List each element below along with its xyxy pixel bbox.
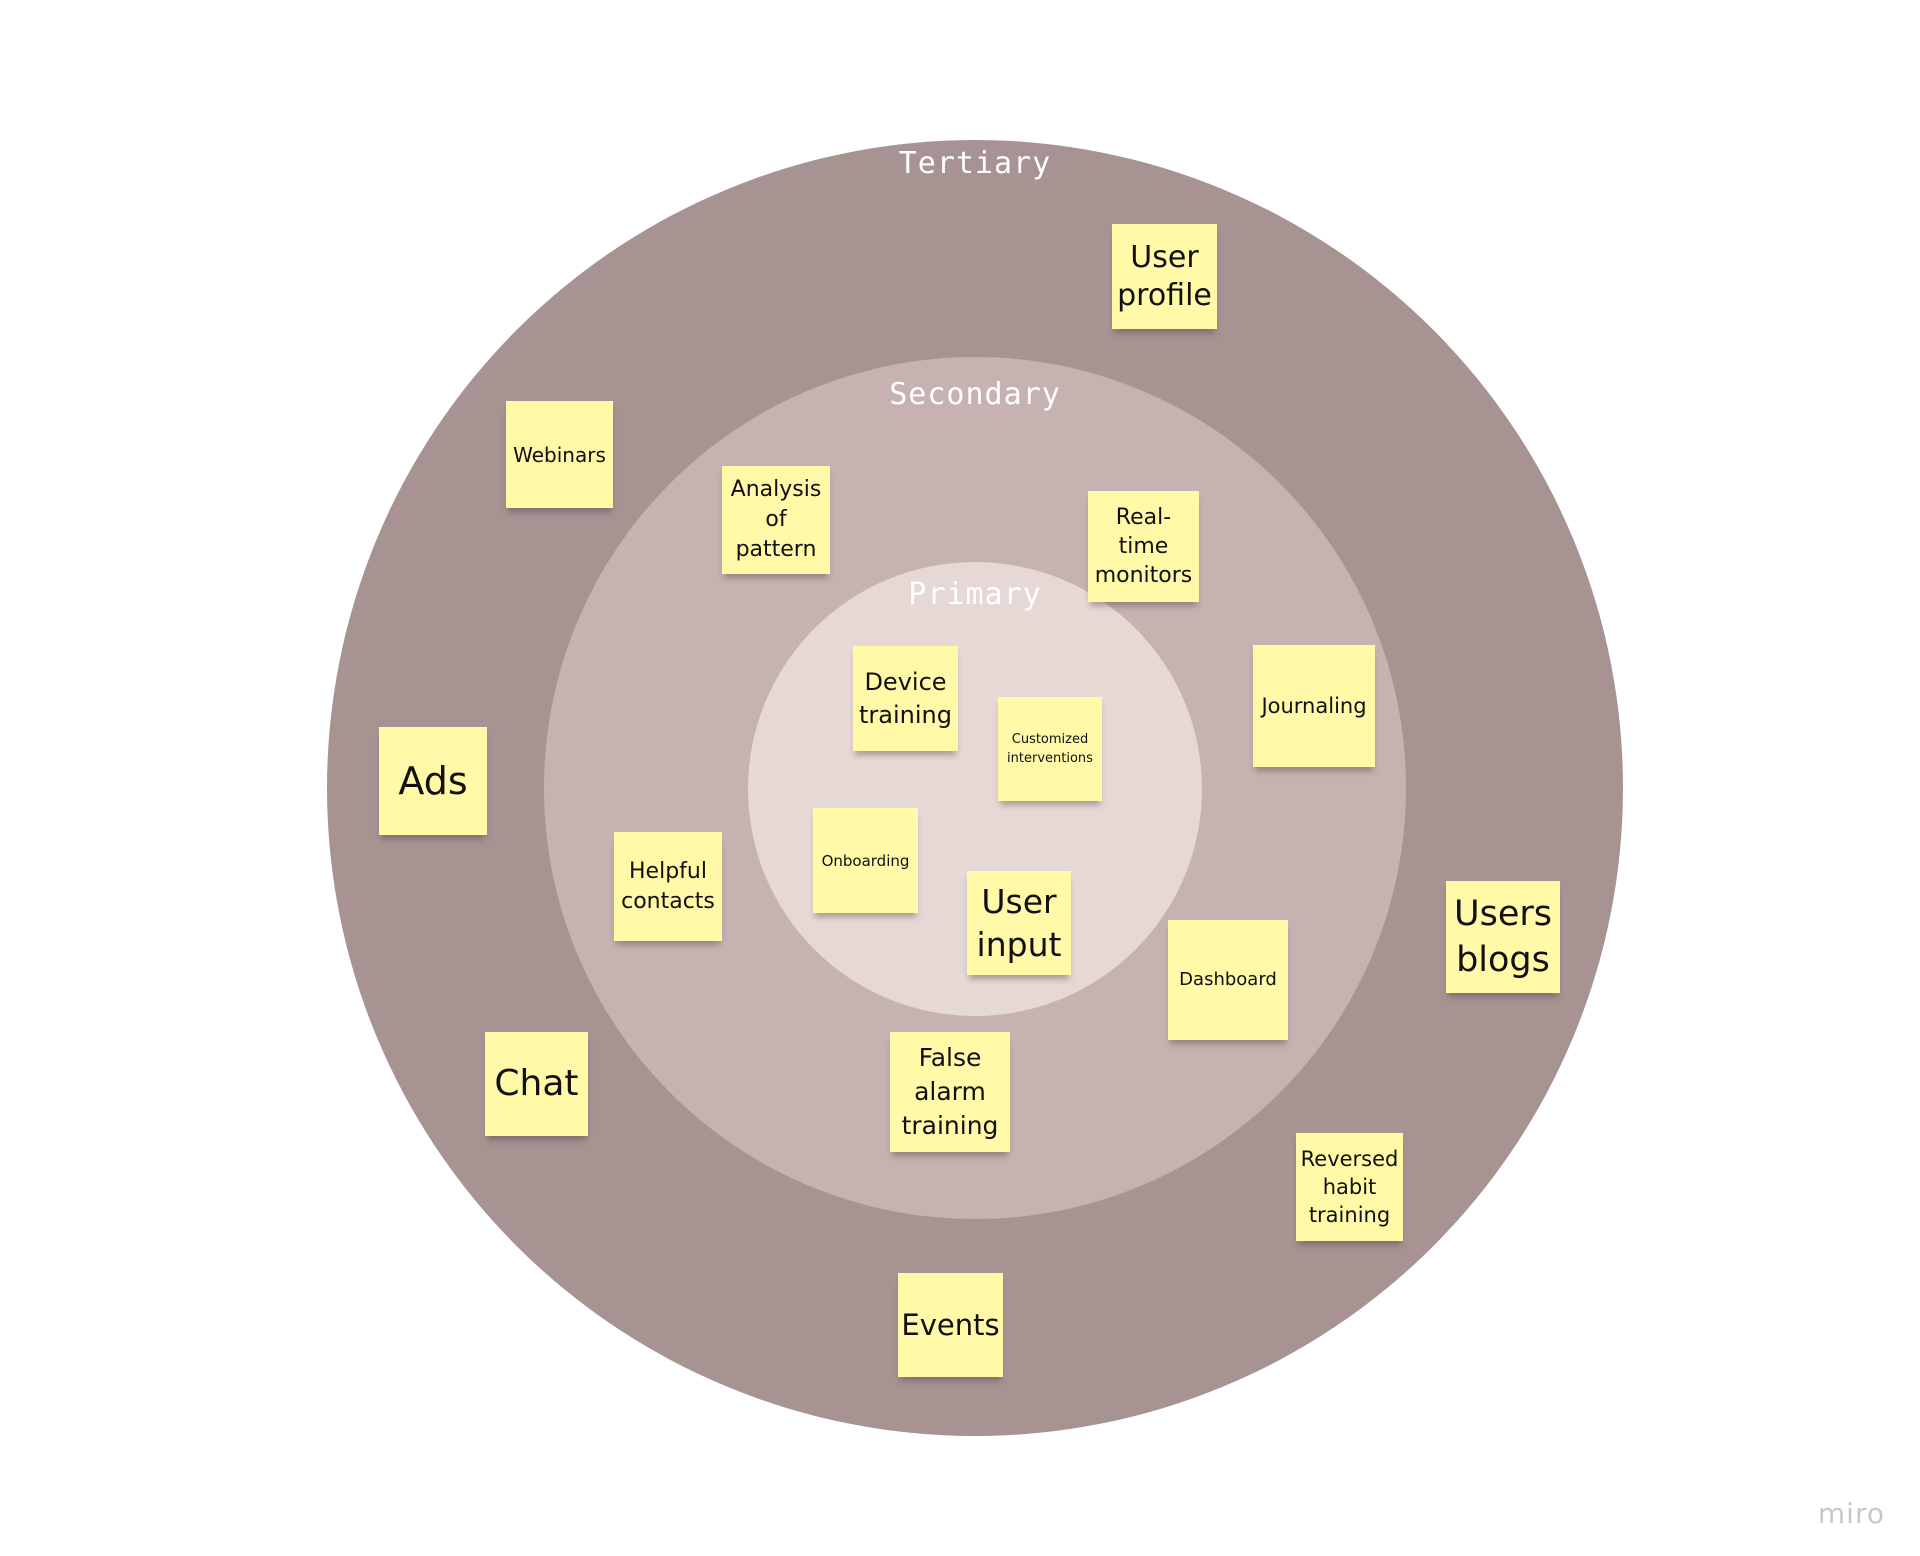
sticky-note-text: Device training: [859, 667, 952, 729]
sticky-note-users-blogs[interactable]: Users blogs: [1446, 881, 1560, 993]
sticky-note-text: User input: [976, 882, 1062, 964]
sticky-note-user-profile[interactable]: User profile: [1112, 224, 1217, 329]
sticky-note-text: Analysis of pattern: [730, 477, 822, 562]
sticky-note-dashboard[interactable]: Dashboard: [1168, 920, 1288, 1040]
primary-ring-label: Primary: [908, 577, 1042, 612]
sticky-note-text: Customized interventions: [1007, 732, 1093, 766]
sticky-note-helpful-contacts[interactable]: Helpful contacts: [614, 832, 722, 941]
sticky-note-text: Ads: [398, 759, 468, 803]
sticky-note-text: False alarm training: [901, 1043, 999, 1140]
sticky-note-ads[interactable]: Ads: [379, 727, 487, 835]
sticky-note-text: Real- time monitors: [1094, 505, 1193, 588]
secondary-ring-label: Secondary: [889, 377, 1061, 412]
sticky-note-false-alarm-training[interactable]: False alarm training: [890, 1032, 1010, 1152]
miro-watermark-logo: miro: [1817, 1497, 1885, 1530]
sticky-note-real-time-monitors[interactable]: Real- time monitors: [1088, 491, 1199, 602]
sticky-note-device-training[interactable]: Device training: [853, 646, 958, 751]
sticky-note-journaling[interactable]: Journaling: [1253, 645, 1375, 767]
sticky-note-text: Onboarding: [821, 851, 910, 870]
sticky-note-text: Reversed habit training: [1300, 1147, 1399, 1227]
sticky-note-webinars[interactable]: Webinars: [506, 401, 613, 508]
sticky-note-text: User profile: [1117, 239, 1212, 313]
sticky-note-chat[interactable]: Chat: [485, 1032, 588, 1136]
sticky-note-text: Users blogs: [1453, 894, 1552, 980]
sticky-note-text: Chat: [494, 1063, 579, 1104]
sticky-note-onboarding[interactable]: Onboarding: [813, 808, 918, 913]
tertiary-ring-label: Tertiary: [898, 146, 1052, 181]
sticky-note-analysis-of-pattern[interactable]: Analysis of pattern: [722, 466, 830, 574]
sticky-note-text: Dashboard: [1179, 969, 1277, 990]
sticky-note-text: Helpful contacts: [621, 858, 715, 914]
sticky-note-text: Webinars: [513, 442, 606, 467]
sticky-note-customized-interventions[interactable]: Customized interventions: [998, 697, 1102, 801]
sticky-note-text: Events: [901, 1308, 1000, 1342]
sticky-note-text: Journaling: [1261, 694, 1367, 718]
sticky-note-reversed-habit-training[interactable]: Reversed habit training: [1296, 1133, 1403, 1241]
sticky-note-user-input[interactable]: User input: [967, 871, 1071, 975]
sticky-note-events[interactable]: Events: [898, 1273, 1003, 1377]
